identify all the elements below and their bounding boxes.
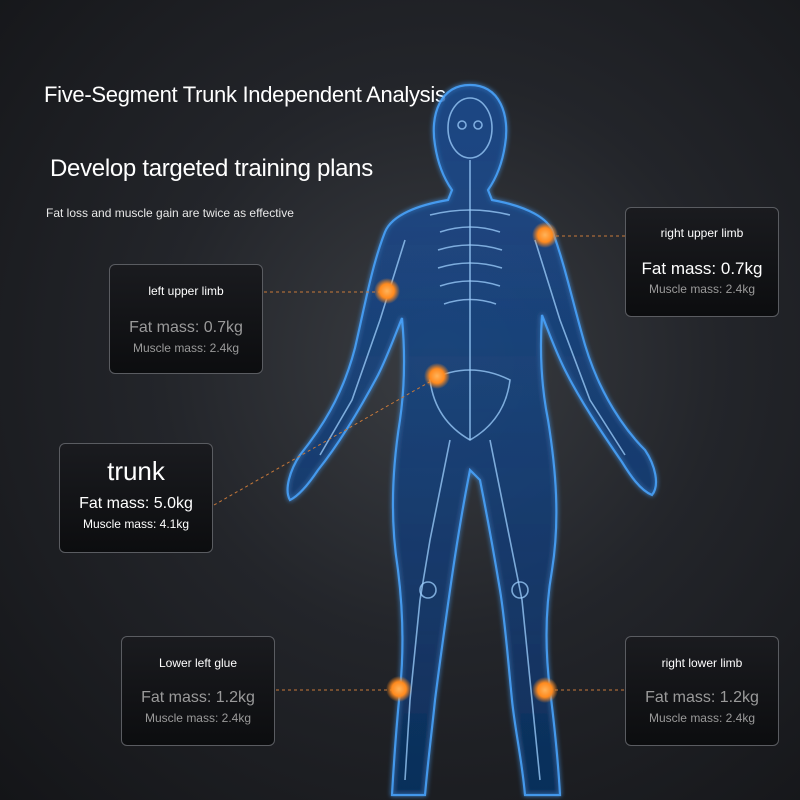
headline: Develop targeted training plans <box>50 155 373 182</box>
card-right-upper-limb-muscle: Muscle mass: 2.4kg <box>648 282 756 296</box>
card-left-upper-limb-fat: Fat mass: 0.7kg <box>129 319 243 336</box>
card-right-lower-limb-name: right lower limb <box>661 656 743 670</box>
marker-left-upper-limb <box>374 278 400 304</box>
page-title: Five-Segment Trunk Independent Analysis <box>44 82 446 107</box>
card-lower-left-glue: Lower left glue Fat mass: 1.2kg Muscle m… <box>121 636 275 746</box>
card-left-upper-limb-name: left upper limb <box>148 284 224 298</box>
marker-trunk <box>424 363 450 389</box>
marker-lower-left <box>386 676 412 702</box>
connector-lines <box>213 235 625 691</box>
card-right-upper-limb: right upper limb Fat mass: 0.7kg Muscle … <box>625 207 779 317</box>
card-trunk-muscle: Muscle mass: 4.1kg <box>82 517 190 531</box>
card-right-lower-limb-fat: Fat mass: 1.2kg <box>645 689 759 706</box>
card-right-lower-limb-muscle: Muscle mass: 2.4kg <box>648 711 756 725</box>
card-trunk-name: trunk <box>107 456 165 486</box>
subtitle: Fat loss and muscle gain are twice as ef… <box>46 206 294 220</box>
card-lower-left-glue-fat: Fat mass: 1.2kg <box>141 689 255 706</box>
card-left-upper-limb-muscle: Muscle mass: 2.4kg <box>132 341 240 355</box>
card-left-upper-limb: left upper limb Fat mass: 0.7kg Muscle m… <box>109 264 263 374</box>
marker-right-lower-limb <box>532 677 558 703</box>
card-right-upper-limb-name: right upper limb <box>660 226 744 240</box>
card-lower-left-glue-name: Lower left glue <box>158 656 238 670</box>
card-right-upper-limb-fat: Fat mass: 0.7kg <box>641 259 763 278</box>
body-silhouette <box>286 83 658 797</box>
card-lower-left-glue-muscle: Muscle mass: 2.4kg <box>144 711 252 725</box>
card-trunk-fat: Fat mass: 5.0kg <box>79 495 193 512</box>
card-right-lower-limb: right lower limb Fat mass: 1.2kg Muscle … <box>625 636 779 746</box>
card-trunk: trunk Fat mass: 5.0kg Muscle mass: 4.1kg <box>59 443 213 553</box>
marker-right-upper-limb <box>532 222 558 248</box>
